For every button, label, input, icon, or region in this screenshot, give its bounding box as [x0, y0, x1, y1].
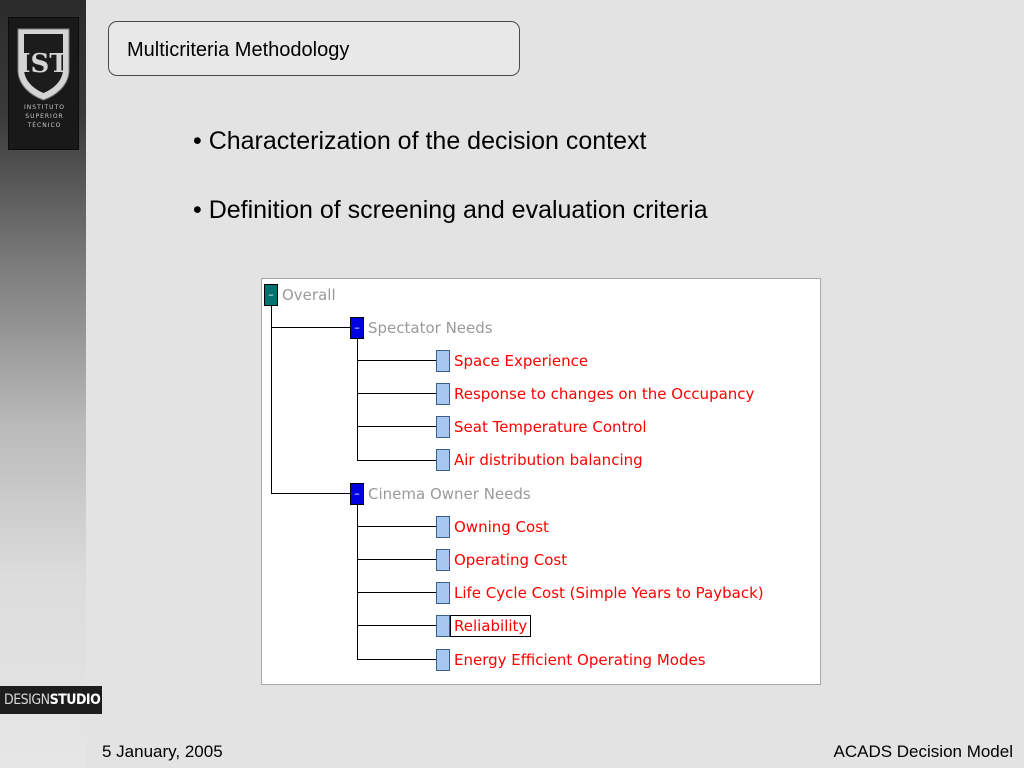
leaf-node-icon[interactable]: [436, 383, 450, 405]
tree-connector: [357, 460, 436, 461]
tree-connector: [357, 426, 436, 427]
design-studio-logo: DESIGNSTUDIO: [0, 686, 102, 714]
leaf-node-icon[interactable]: [436, 549, 450, 571]
leaf-node-icon[interactable]: [436, 649, 450, 671]
leaf-node-icon[interactable]: [436, 350, 450, 372]
svg-text:IST: IST: [18, 49, 69, 79]
tree-item-life-cycle-cost[interactable]: Life Cycle Cost (Simple Years to Payback…: [454, 584, 764, 602]
bullet-criteria: • Definition of screening and evaluation…: [193, 196, 708, 224]
tree-connector: [271, 306, 272, 494]
logo-text-line-1: INSTITUTO: [24, 104, 65, 111]
logo-text-line-3: TÉCNICO: [27, 122, 62, 129]
footer-date: 5 January, 2005: [102, 742, 223, 761]
ist-logo: IST INSTITUTO SUPERIOR TÉCNICO: [8, 17, 79, 150]
bullet-context: • Characterization of the decision conte…: [193, 127, 647, 155]
logo-text-line-2: SUPERIOR: [25, 113, 64, 120]
slide-title: Multicriteria Methodology: [127, 39, 350, 61]
brand-studio-text: STUDIO: [49, 692, 101, 708]
tree-item-response-to-occupancy[interactable]: Response to changes on the Occupancy: [454, 385, 755, 403]
tree-group-cinema-owner-needs[interactable]: Cinema Owner Needs: [368, 485, 531, 503]
slide-title-box: Multicriteria Methodology: [108, 21, 520, 76]
tree-connector: [357, 393, 436, 394]
tree-connector: [357, 659, 436, 660]
tree-root-label[interactable]: Overall: [282, 286, 336, 304]
tree-connector: [357, 559, 436, 560]
tree-item-owning-cost[interactable]: Owning Cost: [454, 518, 549, 536]
leaf-node-icon[interactable]: [436, 449, 450, 471]
tree-item-seat-temperature[interactable]: Seat Temperature Control: [454, 418, 647, 436]
tree-item-operating-cost[interactable]: Operating Cost: [454, 551, 568, 569]
leaf-node-icon[interactable]: [436, 615, 450, 637]
brand-design-text: DESIGN: [4, 692, 50, 708]
tree-connector: [357, 625, 436, 626]
collapse-root-button[interactable]: –: [264, 284, 278, 306]
leaf-node-icon[interactable]: [436, 516, 450, 538]
footer-presentation-title: ACADS Decision Model: [833, 742, 1013, 761]
leaf-node-icon[interactable]: [436, 416, 450, 438]
collapse-spectator-needs-button[interactable]: –: [350, 317, 364, 339]
tree-connector: [357, 505, 358, 659]
tree-connector: [357, 339, 358, 461]
sidebar: IST INSTITUTO SUPERIOR TÉCNICO: [0, 0, 86, 768]
leaf-node-icon[interactable]: [436, 582, 450, 604]
shield-logo-icon: IST: [17, 28, 70, 101]
tree-item-reliability-selected[interactable]: Reliability: [450, 615, 532, 637]
criteria-tree[interactable]: – Overall – Spectator Needs Space Experi…: [261, 278, 821, 685]
tree-group-spectator-needs[interactable]: Spectator Needs: [368, 319, 493, 337]
tree-connector: [357, 360, 436, 361]
tree-item-energy-efficient-modes[interactable]: Energy Efficient Operating Modes: [454, 651, 706, 669]
tree-connector: [357, 592, 436, 593]
tree-item-air-distribution[interactable]: Air distribution balancing: [454, 451, 643, 469]
tree-item-space-experience[interactable]: Space Experience: [454, 352, 589, 370]
tree-connector: [357, 526, 436, 527]
tree-connector: [271, 493, 357, 494]
tree-connector: [271, 327, 357, 328]
collapse-cinema-owner-needs-button[interactable]: –: [350, 483, 364, 505]
